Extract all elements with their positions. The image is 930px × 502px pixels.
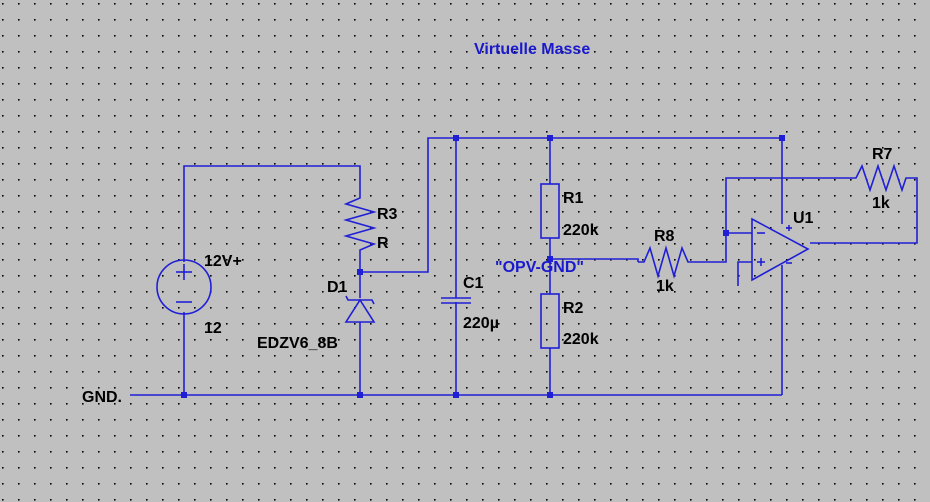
d1-name: D1	[327, 279, 348, 296]
source-name: 12V+	[204, 253, 242, 270]
u1-name: U1	[793, 210, 814, 227]
r8-value: 1k	[656, 278, 674, 295]
net-label-gnd: GND.	[82, 389, 122, 406]
r2-value: 220k	[563, 331, 599, 348]
d1-value: EDZV6_8B	[257, 335, 338, 352]
net-label-opv-gnd: "OPV-GND"	[495, 259, 584, 276]
r7-name: R7	[872, 146, 893, 163]
r1-value: 220k	[563, 222, 599, 239]
c1-name: C1	[463, 275, 484, 292]
r2-name: R2	[563, 300, 584, 317]
schematic-title: Virtuelle Masse	[474, 41, 590, 58]
c1-value: 220µ	[463, 315, 499, 332]
r8-name: R8	[654, 228, 675, 245]
r1-name: R1	[563, 190, 584, 207]
r7-value: 1k	[872, 195, 890, 212]
r3-value: R	[377, 235, 389, 252]
source-value: 12	[204, 320, 222, 337]
r3-name: R3	[377, 206, 398, 223]
